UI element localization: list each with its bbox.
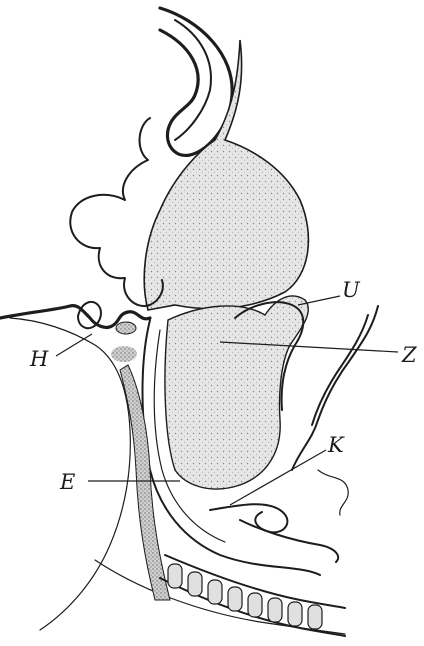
vertebral-column — [160, 555, 345, 636]
vertebra-segment — [268, 598, 282, 622]
vertebra-segment — [228, 587, 242, 611]
right-wavy-strand-2 — [312, 315, 368, 425]
oral-cavity-region — [165, 296, 308, 489]
nasal-fold-loop — [78, 302, 101, 328]
dark-nucleus-lower — [111, 346, 137, 362]
label-H: H — [29, 347, 49, 371]
vertebra-segment — [168, 564, 182, 588]
upper-vesicle-inner — [175, 20, 211, 140]
lower-fold-K — [210, 504, 287, 532]
leader-H — [56, 334, 92, 356]
vertebra-segment — [188, 572, 202, 596]
vertebra-segment — [248, 593, 262, 617]
dark-nucleus-upper — [116, 322, 136, 334]
label-K: K — [327, 433, 345, 457]
label-E: E — [59, 470, 75, 494]
vertebra-segment — [308, 605, 322, 629]
forebrain-mass — [144, 40, 308, 310]
vertebra-segment — [208, 580, 222, 604]
lower-fold-K-2 — [240, 520, 338, 562]
label-Z: Z — [401, 343, 417, 367]
vertebra-segment — [288, 602, 302, 626]
label-U: U — [342, 278, 361, 302]
right-scribble — [318, 470, 348, 515]
